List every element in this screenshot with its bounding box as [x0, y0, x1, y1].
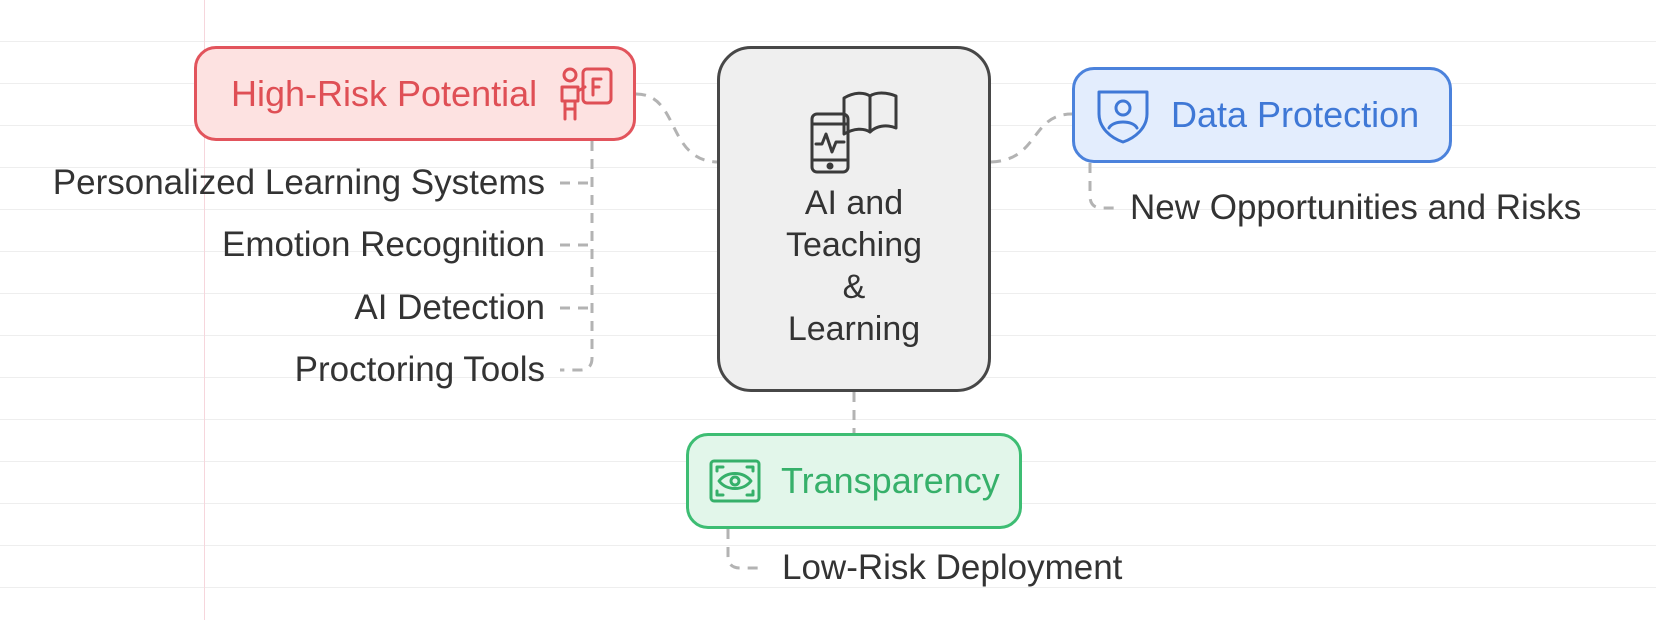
leaf-ai-detection: AI Detection — [354, 288, 545, 327]
leaf-proctoring-tools: Proctoring Tools — [294, 350, 545, 389]
connector-data-protection-children — [1088, 163, 1120, 210]
leaf-low-risk-deployment: Low-Risk Deployment — [782, 548, 1123, 587]
node-high-risk-label: High-Risk Potential — [231, 72, 538, 114]
connector-high-risk — [635, 92, 718, 164]
eye-scan-icon — [709, 459, 761, 503]
center-title-line-1: AI and — [804, 184, 904, 222]
node-transparency[interactable]: Transparency — [686, 433, 1022, 529]
shield-user-icon — [1097, 90, 1149, 144]
center-title-line-4: Learning — [787, 310, 921, 348]
center-title: AI and Teaching & Learning — [786, 182, 922, 350]
center-title-line-3: & — [842, 268, 866, 306]
center-title-line-2: Teaching — [785, 226, 923, 264]
notebook-margin-line — [204, 0, 205, 620]
node-high-risk-potential[interactable]: High-Risk Potential — [194, 46, 636, 141]
leaf-personalized-learning: Personalized Learning Systems — [52, 163, 545, 202]
connector-transparency-children — [726, 529, 760, 570]
leaf-emotion-recognition: Emotion Recognition — [222, 225, 545, 264]
teacher-board-icon — [560, 67, 613, 120]
leaf-new-opportunities: New Opportunities and Risks — [1130, 188, 1582, 227]
connector-data-protection — [990, 112, 1073, 164]
phone-book-icon — [810, 91, 898, 174]
node-data-protection-label: Data Protection — [1171, 94, 1420, 135]
center-node[interactable]: AI and Teaching & Learning — [717, 46, 991, 392]
connector-high-risk-children — [560, 141, 594, 372]
node-data-protection[interactable]: Data Protection — [1072, 67, 1452, 163]
node-transparency-label: Transparency — [781, 460, 1000, 501]
